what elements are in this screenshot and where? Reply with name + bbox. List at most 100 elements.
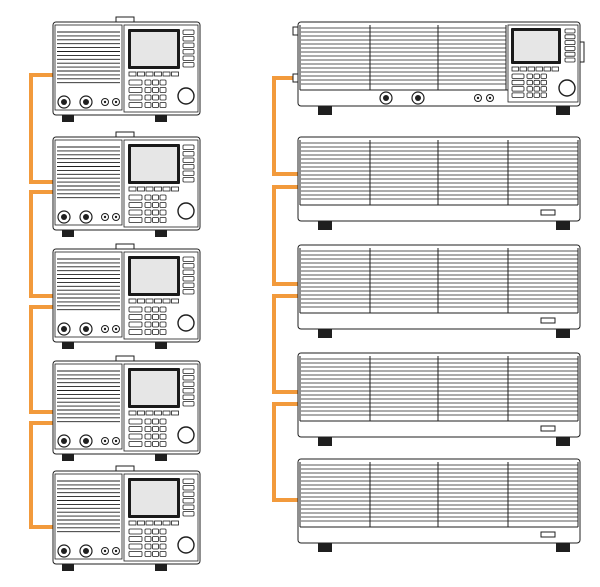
- interface-slot: [540, 425, 556, 432]
- keypad-key: [144, 306, 152, 313]
- keypad-key: [128, 528, 143, 535]
- function-key: [128, 71, 137, 77]
- side-key: [564, 28, 576, 34]
- left-unit-stack: [52, 16, 201, 571]
- keypad-key: [159, 102, 167, 108]
- function-key: [145, 298, 154, 304]
- foot: [556, 435, 570, 446]
- side-key: [182, 394, 195, 400]
- side-key: [564, 51, 576, 57]
- keypad-key: [144, 329, 152, 335]
- booster-unit-4: [297, 458, 581, 552]
- side-key: [564, 45, 576, 51]
- sense-terminal-core: [103, 100, 107, 104]
- load-unit-5: [52, 465, 201, 571]
- function-key: [128, 298, 137, 304]
- keypad-key: [533, 79, 540, 86]
- foot: [556, 104, 570, 115]
- side-key: [182, 55, 195, 61]
- foot: [62, 453, 74, 461]
- function-key: [154, 298, 162, 304]
- keypad-key: [152, 194, 159, 201]
- sense-terminal-core: [114, 549, 118, 553]
- keypad-key: [152, 551, 159, 557]
- keypad-key: [159, 217, 167, 223]
- cable: [29, 190, 53, 298]
- function-key: [162, 298, 171, 304]
- keypad-key: [159, 314, 167, 320]
- keypad-key: [128, 418, 143, 425]
- cable: [29, 421, 53, 529]
- sense-terminal-core: [103, 439, 107, 443]
- keypad-key: [152, 314, 159, 320]
- function-key: [145, 71, 154, 77]
- keypad-key: [511, 86, 525, 92]
- foot: [62, 229, 74, 237]
- foot: [318, 435, 332, 446]
- side-key: [182, 170, 195, 176]
- sense-terminal-core: [103, 327, 107, 331]
- keypad-key: [152, 102, 159, 108]
- function-key: [154, 186, 162, 192]
- keypad-key: [128, 536, 143, 542]
- side-key: [182, 164, 195, 170]
- foot: [318, 541, 332, 552]
- keypad-key: [128, 433, 143, 440]
- function-key: [511, 66, 519, 72]
- interface-slot: [540, 317, 556, 324]
- terminal-core: [61, 326, 67, 332]
- keypad-key: [526, 92, 533, 98]
- keypad-key: [159, 426, 167, 432]
- function-key: [162, 410, 171, 416]
- booster-unit-3: [297, 352, 581, 446]
- function-key: [162, 186, 171, 192]
- display-area: [131, 147, 177, 181]
- load-unit-1: [52, 16, 201, 122]
- side-key: [182, 368, 195, 374]
- keypad-key: [159, 433, 167, 440]
- keypad-key: [526, 73, 533, 79]
- keypad-key: [159, 321, 167, 328]
- keypad-key: [144, 194, 152, 201]
- keypad-key: [144, 79, 152, 86]
- keypad-key: [152, 321, 159, 328]
- keypad-key: [128, 94, 143, 101]
- function-key: [145, 186, 154, 192]
- rack-bracket: [579, 41, 585, 63]
- rotary-knob: [177, 87, 195, 105]
- keypad-key: [152, 543, 159, 550]
- side-key: [182, 49, 195, 55]
- foot: [62, 563, 74, 571]
- keypad-key: [128, 102, 143, 108]
- foot: [318, 219, 332, 230]
- rotary-knob: [558, 79, 576, 97]
- keypad-key: [540, 79, 547, 86]
- keypad-key: [128, 543, 143, 550]
- sense-terminal-core: [103, 549, 107, 553]
- function-key: [551, 66, 559, 72]
- keypad-key: [159, 87, 167, 93]
- keypad-key: [128, 441, 143, 447]
- side-key: [182, 511, 195, 517]
- keypad-key: [128, 87, 143, 93]
- keypad-key: [526, 86, 533, 92]
- side-key: [182, 151, 195, 157]
- function-key: [535, 66, 543, 72]
- keypad-key: [159, 536, 167, 542]
- function-key: [154, 410, 162, 416]
- keypad-key: [159, 209, 167, 216]
- keypad-key: [511, 79, 525, 86]
- foot: [62, 114, 74, 122]
- function-key: [137, 71, 145, 77]
- carry-handle: [115, 465, 135, 472]
- keypad-key: [144, 551, 152, 557]
- terminal-core: [61, 99, 67, 105]
- function-key: [171, 71, 179, 77]
- carry-handle: [115, 16, 135, 23]
- keypad-key: [128, 194, 143, 201]
- side-key: [182, 375, 195, 381]
- function-key: [128, 186, 137, 192]
- keypad-key: [128, 202, 143, 208]
- keypad-key: [128, 217, 143, 223]
- cable: [272, 402, 298, 502]
